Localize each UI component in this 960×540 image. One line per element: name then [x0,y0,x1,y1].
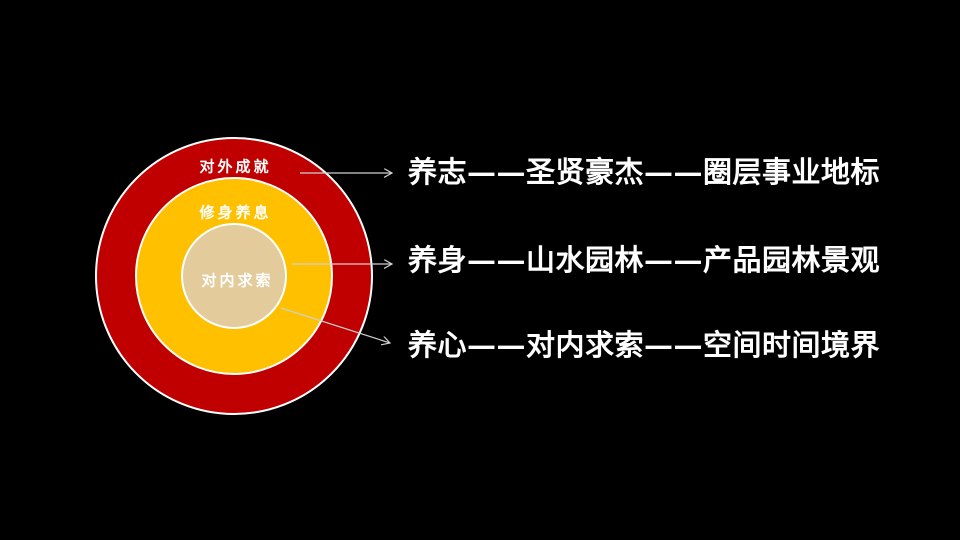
annotation-line-3: 养心——对内求索——空间时间境界 [408,328,881,362]
annotation-line-1: 养志——圣贤豪杰——圈层事业地标 [408,155,881,189]
ring-middle-label: 修身养息 [199,203,272,222]
ring-outer-label: 对外成就 [199,157,272,176]
ring-inner-label: 对内求索 [201,271,274,290]
annotation-line-2: 养身——山水园林——产品园林景观 [408,243,881,277]
ring-inner-circle [181,223,287,329]
